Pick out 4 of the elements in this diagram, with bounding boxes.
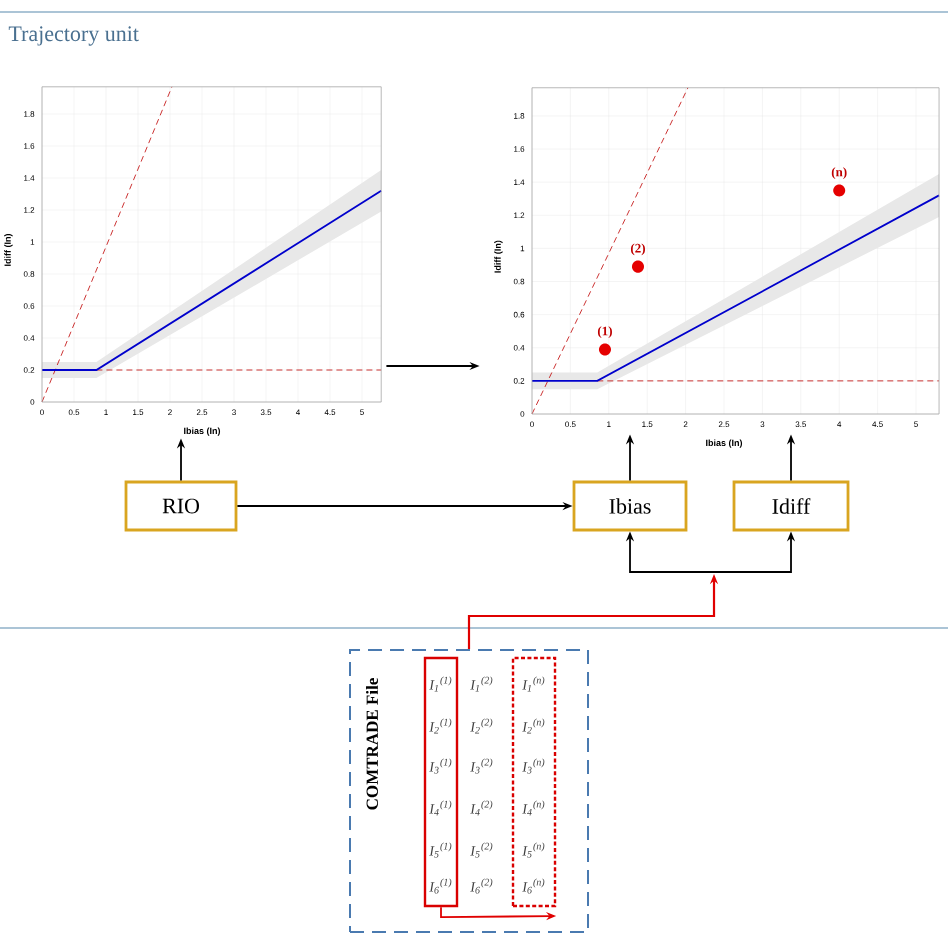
process-box: Idiff (732, 480, 850, 532)
process-box: RIO (124, 480, 238, 532)
process-box: Ibias (572, 480, 688, 532)
title: Trajectory unit (8, 26, 139, 46)
